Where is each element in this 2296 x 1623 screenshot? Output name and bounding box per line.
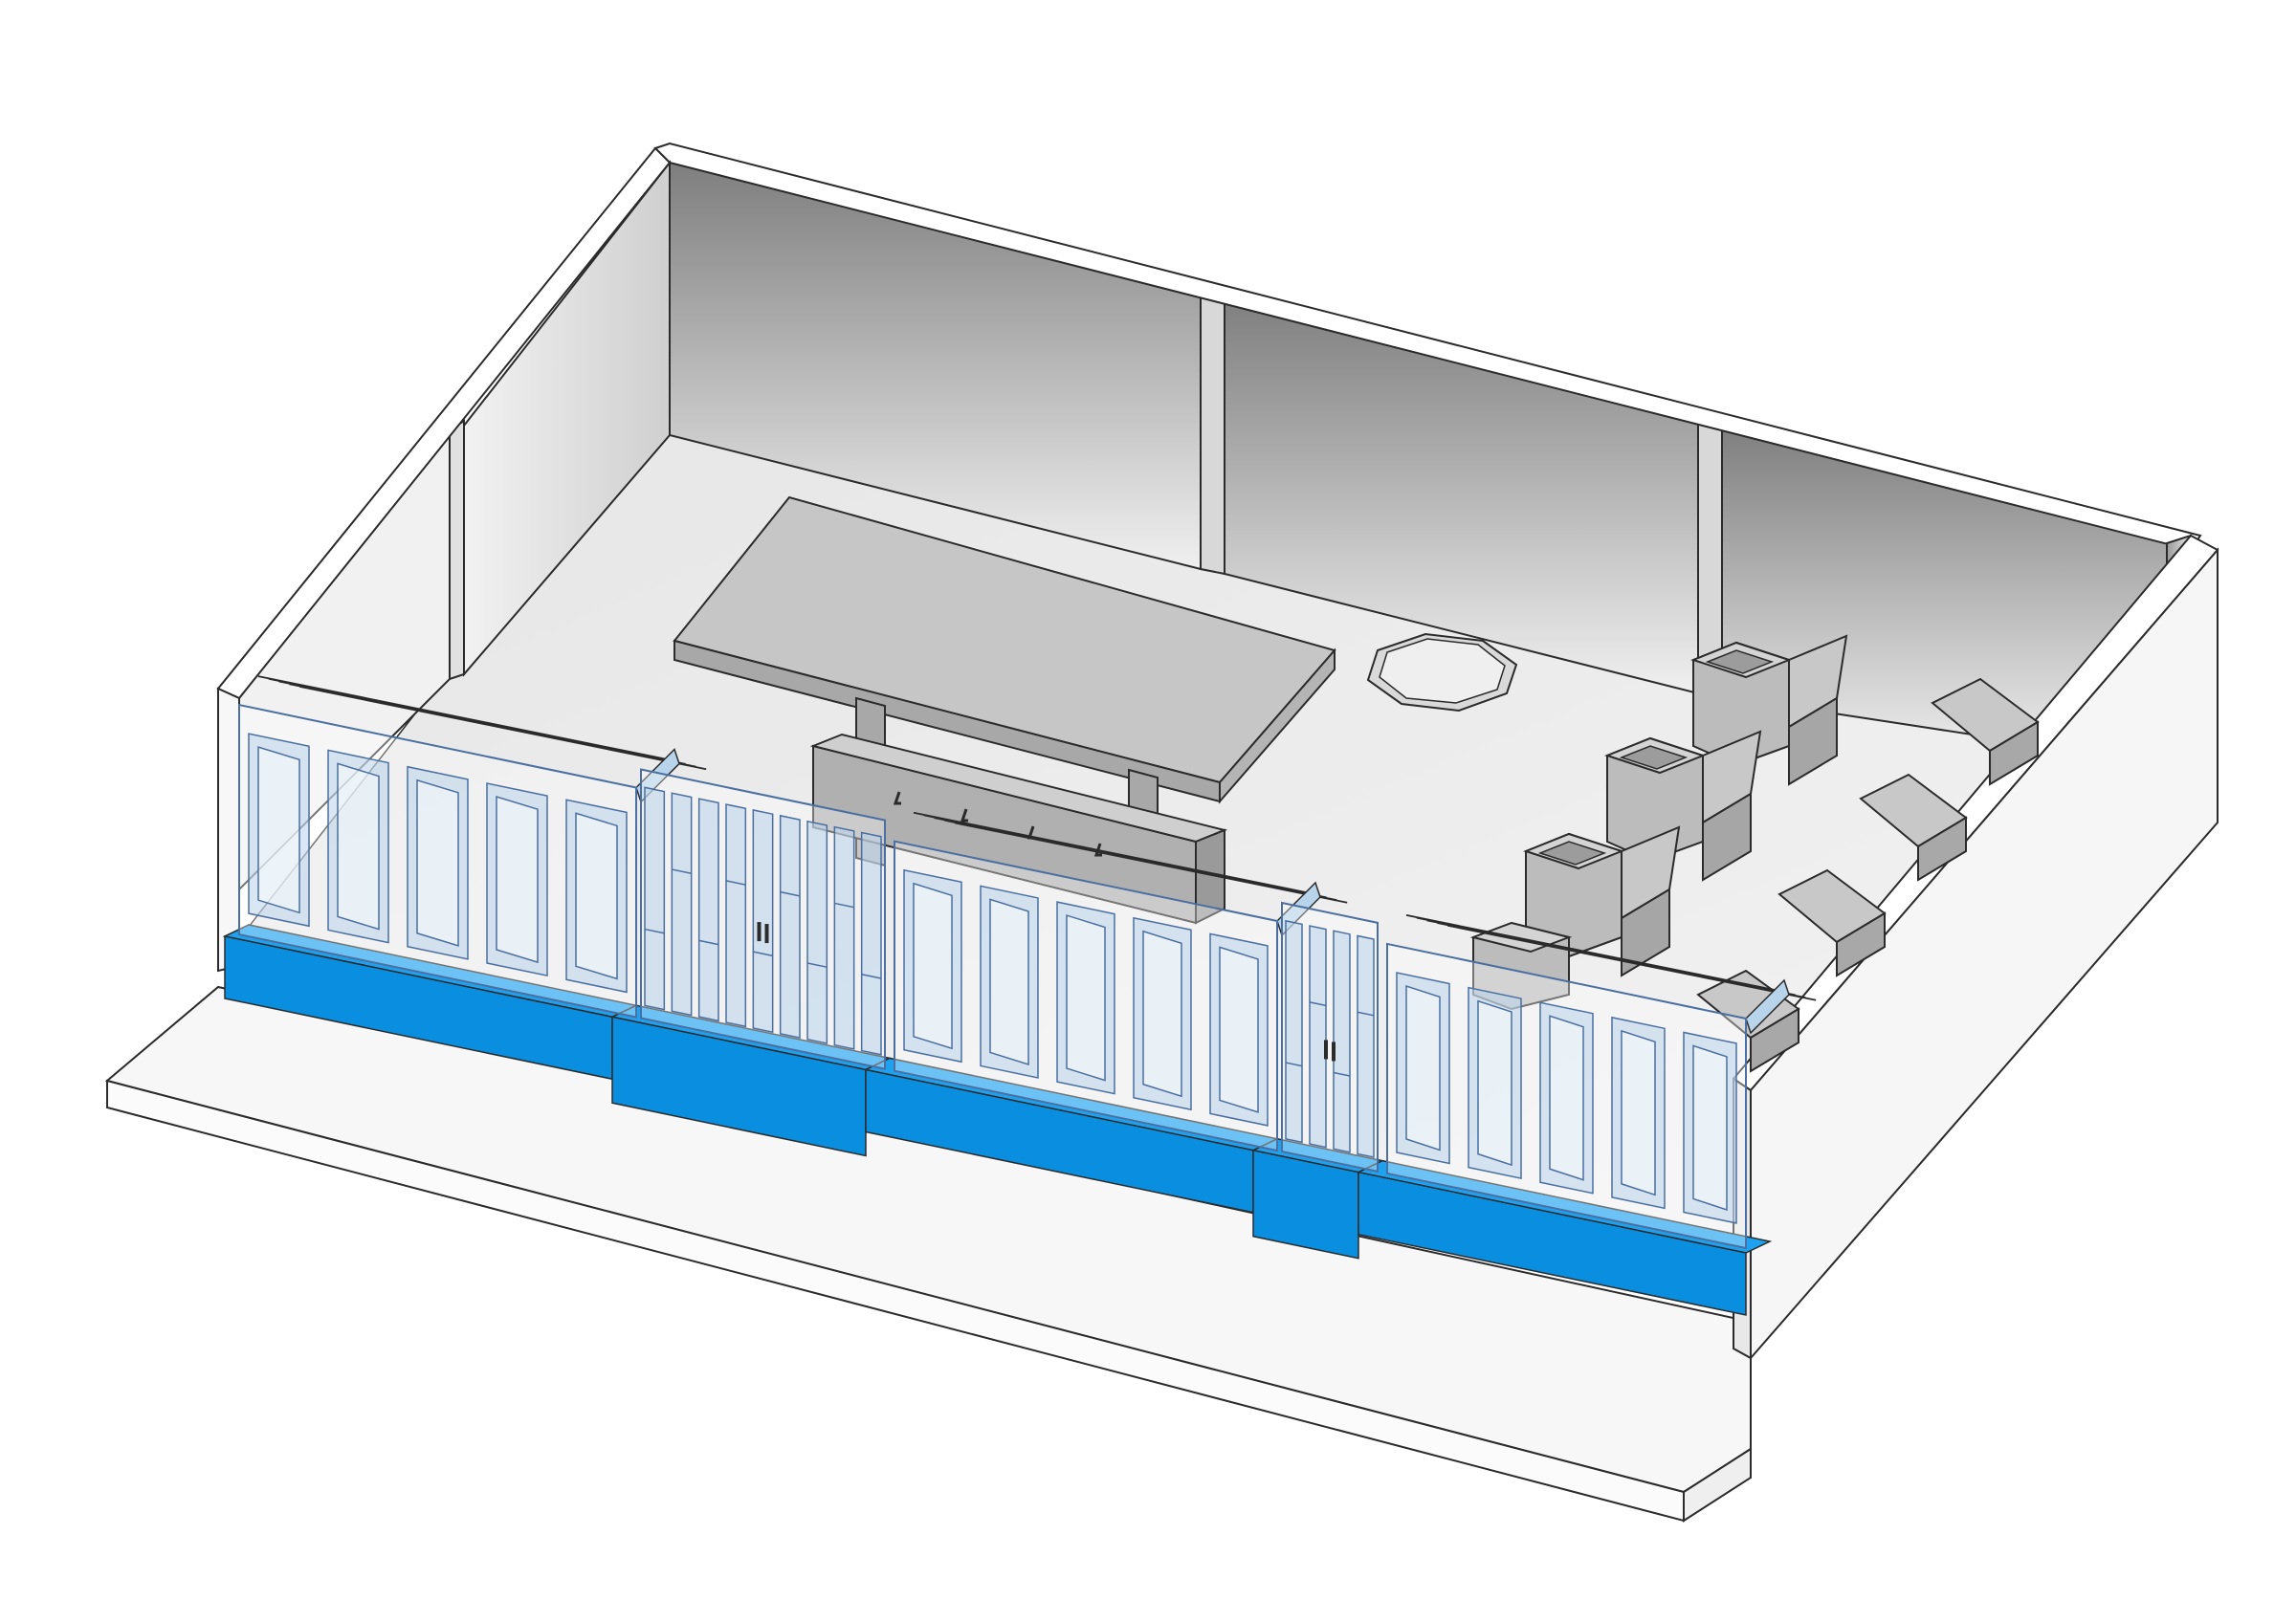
door-handle (757, 922, 762, 942)
lattice-cell-inner (1621, 1029, 1656, 1196)
lattice-cell-inner (1692, 1044, 1728, 1211)
lattice-cell (779, 814, 801, 1040)
lattice-cell-inner (337, 762, 380, 931)
lattice-cell-inner (257, 746, 300, 914)
lattice-screen-3 (894, 811, 1348, 1152)
lattice-cell (1285, 919, 1303, 1144)
screen-rail-5 (1405, 914, 1817, 1035)
lattice-cell-inner (1066, 914, 1106, 1082)
door-handle (1332, 1042, 1336, 1062)
lattice-cell-inner (496, 795, 539, 964)
planter-segment-5 (1356, 1159, 1773, 1316)
lattice-screen-5 (1386, 914, 1817, 1250)
lattice-cell (644, 786, 666, 1011)
lattice-cell-inner (1405, 984, 1441, 1151)
planter-segment-3 (863, 1057, 1280, 1214)
lattice-cell (697, 798, 719, 1022)
left-wall-pier (449, 419, 465, 681)
loungers (1696, 677, 2040, 1073)
lattice-cell (806, 820, 828, 1044)
lattice-screen-4 (1281, 901, 1379, 1173)
lounger-2 (1859, 773, 1968, 882)
table-top-side (1219, 647, 1336, 804)
hook-2 (960, 808, 968, 822)
left-wall-face (217, 687, 240, 973)
lounger-3 (1777, 868, 1887, 977)
lattice-cell-inner (416, 779, 459, 947)
door-handle (764, 924, 769, 944)
lattice-cell-inner (1477, 999, 1512, 1167)
bench-side (1195, 828, 1225, 925)
bench-with-hooks (809, 733, 1228, 925)
lattice-cell (725, 803, 747, 1028)
lounger-1 (1931, 677, 2040, 786)
lounge-chairs (1469, 634, 1848, 1011)
lattice-cell (1333, 930, 1351, 1153)
lattice-cell-inner (1549, 1015, 1584, 1181)
screen-rail-3 (913, 811, 1348, 937)
lattice-cell-inner (1142, 930, 1182, 1098)
lattice-cell (671, 792, 693, 1017)
fire-pit-inner (1379, 638, 1506, 704)
lounge-chair-3 (1523, 825, 1681, 977)
lattice-cell-inner (575, 812, 618, 980)
lattice-cell (833, 825, 855, 1050)
lattice-cell-inner (1219, 946, 1259, 1113)
lattice-cell (1309, 925, 1327, 1149)
lounge-chair-1 (1690, 634, 1848, 786)
lattice-cell (1357, 934, 1375, 1158)
hook-4 (1093, 843, 1102, 857)
door-handle (1324, 1040, 1328, 1060)
lattice-cell-inner (913, 882, 953, 1050)
lounger-4 (1696, 969, 1800, 1073)
octagon-fire-pit (1366, 632, 1518, 713)
lattice-screen-1 (238, 675, 707, 1019)
lattice-screens (238, 675, 1817, 1250)
planter-base (222, 924, 1773, 1316)
ground-slab (104, 985, 1752, 1523)
ground-slab-side (1683, 1447, 1752, 1523)
lattice-cell-inner (989, 898, 1029, 1065)
pilaster-1 (1200, 285, 1225, 576)
lattice-cell (752, 809, 774, 1034)
lattice-screen-2 (640, 768, 886, 1070)
lattice-cell (860, 831, 882, 1056)
hook-1 (893, 791, 901, 805)
